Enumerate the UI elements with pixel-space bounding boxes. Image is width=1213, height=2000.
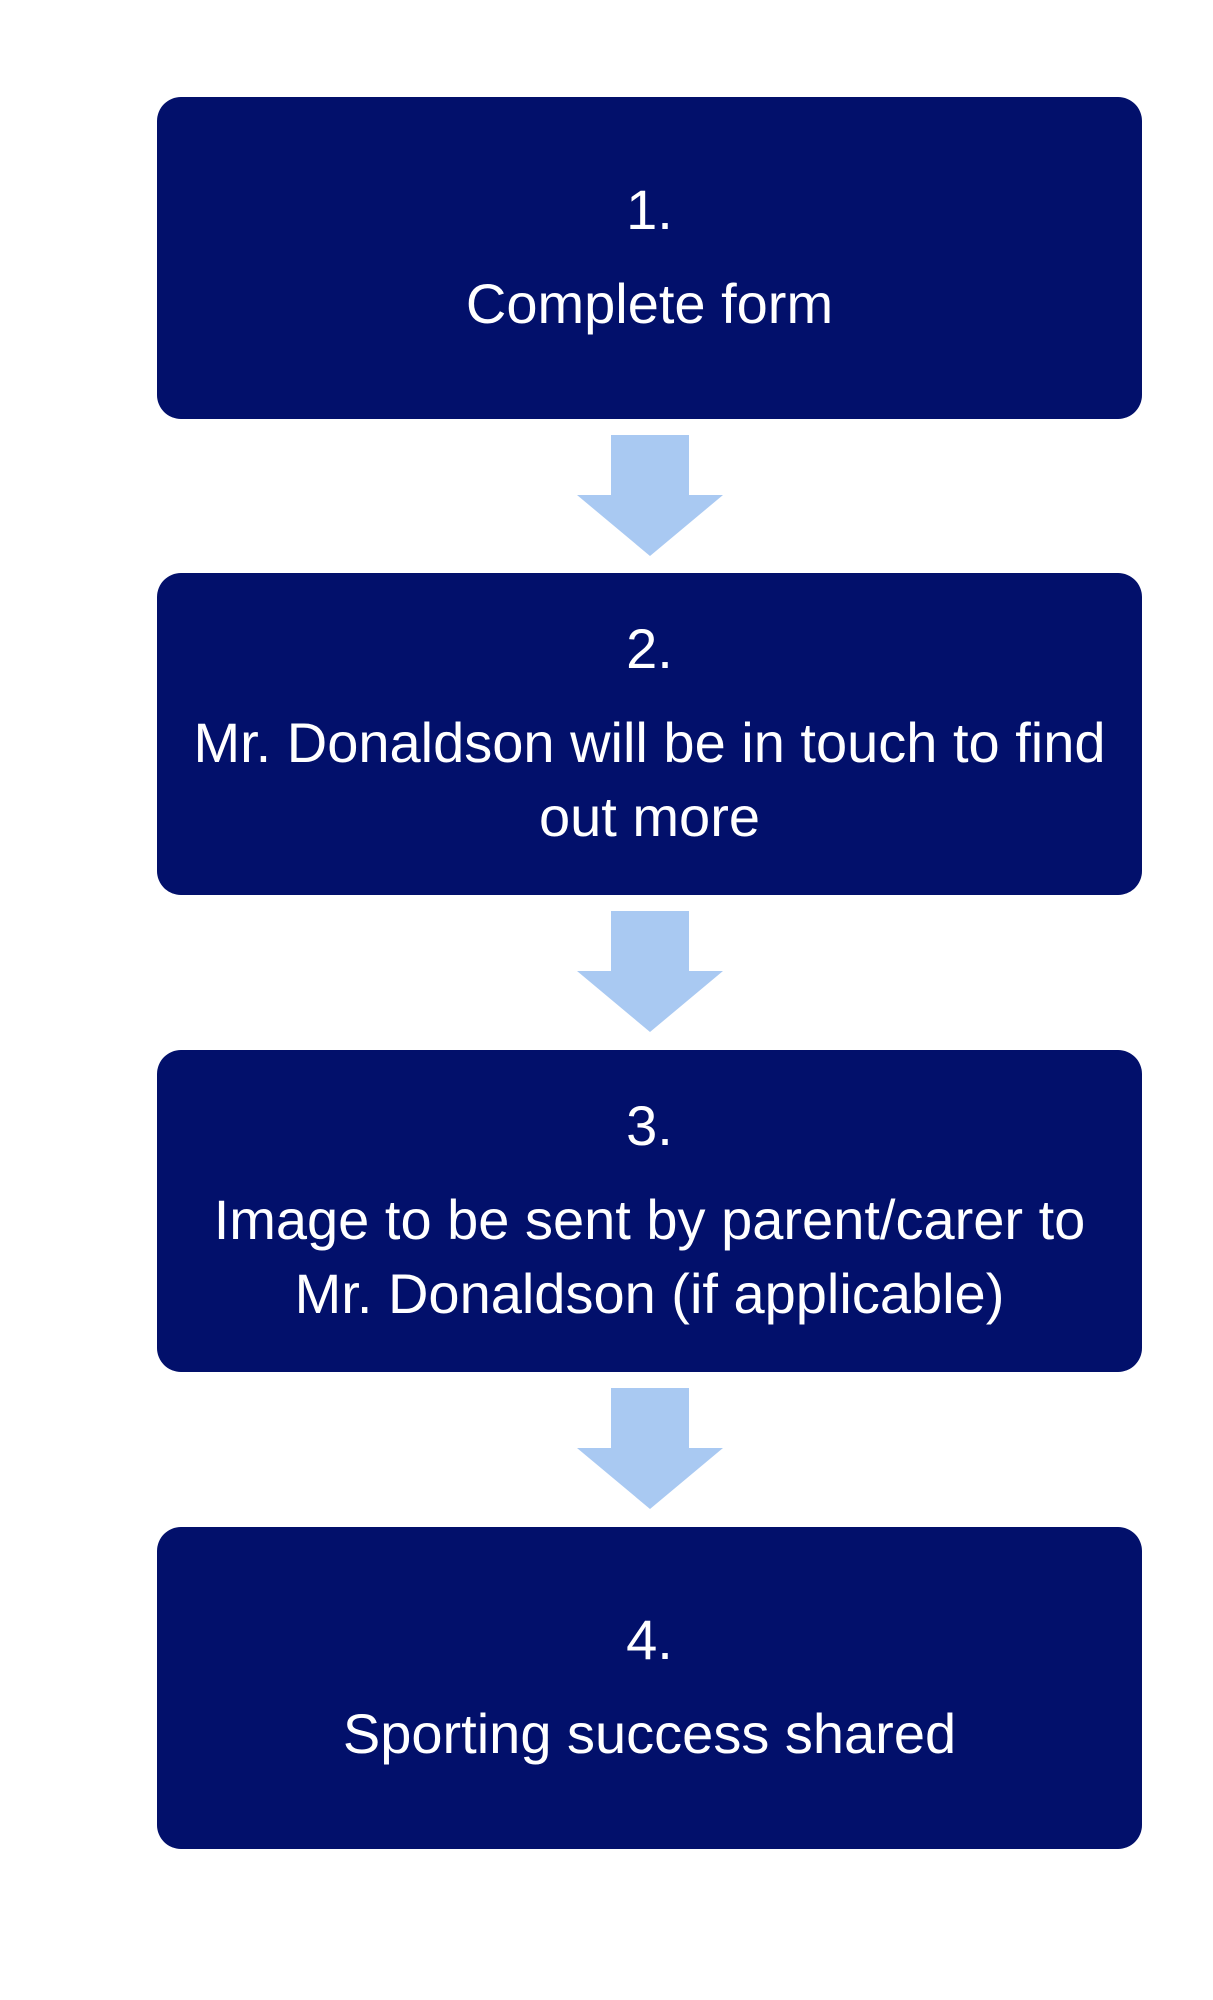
step-text: Complete form: [465, 272, 834, 336]
step-box-3: 3. Image to be sent by parent/carer to M…: [157, 1050, 1142, 1372]
step-box-2: 2. Mr. Donaldson will be in touch to fin…: [157, 573, 1142, 895]
step-number: 1.: [626, 178, 673, 242]
step-number: 2.: [626, 617, 673, 681]
step-text: Image to be sent by parent/carer to Mr. …: [213, 1188, 1086, 1325]
step-box-4: 4. Sporting success shared: [157, 1527, 1142, 1849]
step-number: 3.: [626, 1094, 673, 1158]
down-arrow-icon: [577, 911, 723, 1032]
step-box-1: 1. Complete form: [157, 97, 1142, 419]
down-arrow-icon: [577, 1388, 723, 1509]
step-number: 4.: [626, 1608, 673, 1672]
down-arrow-icon: [577, 435, 723, 556]
step-text: Mr. Donaldson will be in touch to find o…: [193, 711, 1106, 848]
step-text: Sporting success shared: [342, 1702, 957, 1766]
